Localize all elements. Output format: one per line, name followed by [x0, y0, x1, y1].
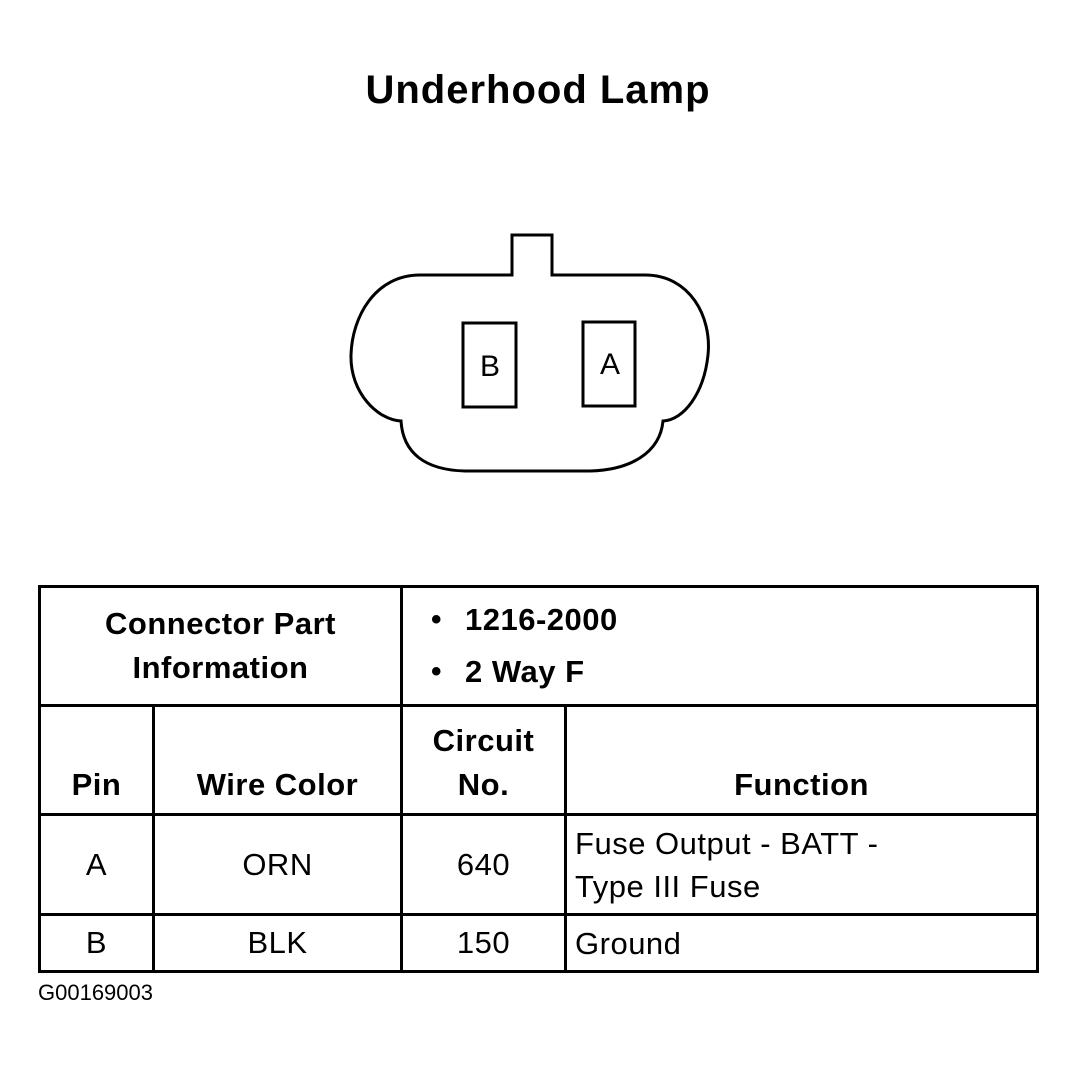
pin-cell: A	[38, 813, 155, 916]
function-cell: Fuse Output - BATT - Type III Fuse	[564, 813, 1040, 916]
figure-id: G00169003	[38, 980, 153, 1005]
connector-info-label-line1: Connector Part	[105, 606, 336, 641]
function-line1: Ground	[575, 925, 682, 961]
table-header-row: Pin Wire Color Circuit No. Function	[38, 704, 1040, 816]
table-row: B BLK 150 Ground	[38, 913, 1040, 973]
table-row: A ORN 640 Fuse Output - BATT - Type III …	[38, 813, 1040, 916]
header-wire-color: Wire Color	[151, 704, 404, 816]
header-pin: Pin	[38, 704, 155, 816]
function-line2: Type III Fuse	[575, 868, 761, 904]
connector-type: 2 Way F	[431, 652, 1028, 704]
pin-b-label: B	[480, 350, 500, 383]
header-circuit-no: Circuit No.	[400, 704, 568, 816]
connector-info-row: Connector Part Information 1216-2000 2 W…	[37, 585, 1040, 707]
header-circuit-line1: Circuit	[432, 723, 535, 758]
header-function: Function	[564, 704, 1040, 816]
circuit-cell: 150	[400, 913, 568, 973]
pin-a-label: A	[600, 348, 620, 381]
connector-info-label-line2: Information	[132, 650, 309, 685]
part-number: 1216-2000	[431, 600, 1028, 652]
function-cell: Ground	[564, 913, 1040, 973]
connector-info-label: Connector Part Information	[37, 585, 404, 707]
connector-pinout-table: Connector Part Information 1216-2000 2 W…	[37, 585, 1040, 973]
wire-color-cell: BLK	[151, 913, 404, 973]
function-line1: Fuse Output - BATT -	[575, 825, 879, 861]
pin-b-cavity	[461, 321, 518, 409]
connector-outline	[349, 233, 710, 473]
connector-info-values: 1216-2000 2 Way F	[400, 585, 1040, 707]
diagram-title: Underhood Lamp	[365, 68, 711, 112]
wire-color-cell: ORN	[151, 813, 404, 916]
header-circuit-line2: No.	[457, 767, 510, 802]
circuit-cell: 640	[400, 813, 568, 916]
pin-cell: B	[38, 913, 155, 973]
pin-a-cavity	[581, 320, 637, 408]
connector-face-diagram: B A	[349, 233, 710, 473]
